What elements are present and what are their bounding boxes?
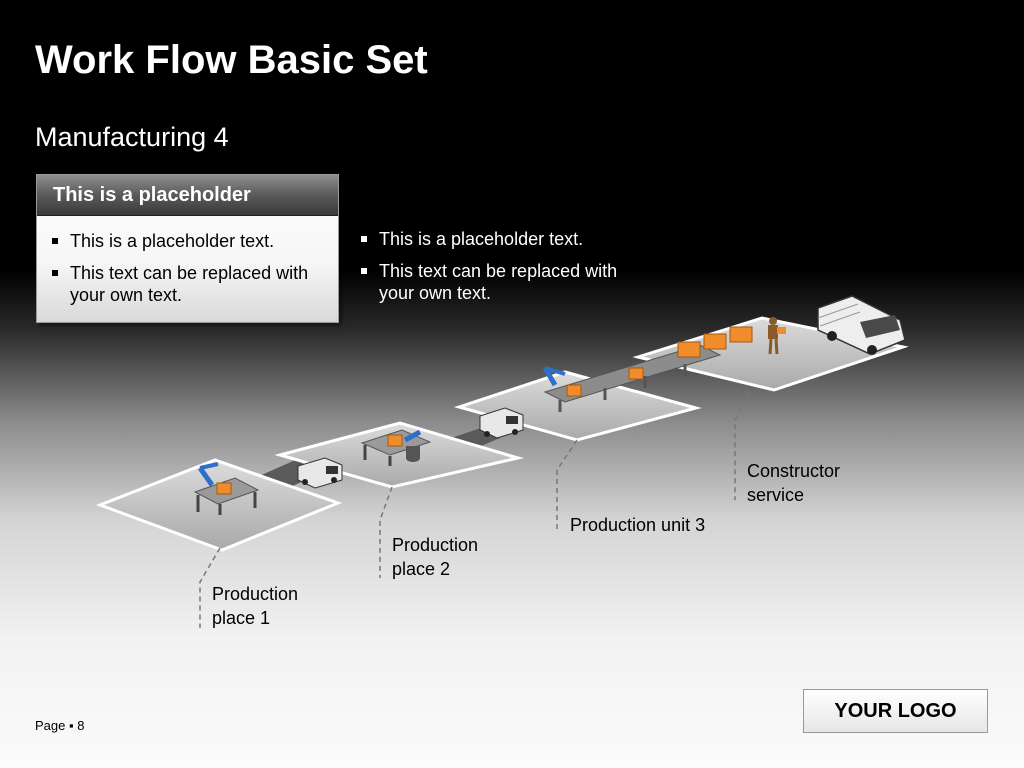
bullet-square-icon <box>361 236 367 242</box>
logo-box: YOUR LOGO <box>803 689 988 733</box>
bullet-square-icon <box>52 238 58 244</box>
page-label: Page <box>35 718 66 733</box>
robot-arm-icon <box>403 429 422 462</box>
robot-arm-icon <box>542 366 566 387</box>
station-label-unit3: Production unit 3 <box>570 515 706 535</box>
bullet-item: This text can be replaced with your own … <box>361 260 631 304</box>
bullet-text: This is a placeholder text. <box>379 229 584 249</box>
bullet-item: This text can be replaced with your own … <box>52 262 327 306</box>
box-icon <box>566 384 582 397</box>
box-icon <box>628 367 644 380</box>
truck-icon <box>479 407 524 439</box>
bullet-item: This is a placeholder text. <box>361 228 631 250</box>
box-icon <box>677 341 701 358</box>
box-icon <box>729 326 753 343</box>
box-icon <box>216 482 232 495</box>
bullet-square-icon <box>361 268 367 274</box>
bullet-text: This text can be replaced with your own … <box>70 263 309 305</box>
slide-title: Work Flow Basic Set <box>35 38 428 82</box>
station-label-place1: Production place 1 <box>212 584 299 628</box>
bullet-text: This is a placeholder text. <box>70 231 275 251</box>
bullet-item: This is a placeholder text. <box>52 230 327 252</box>
box-icon <box>387 434 403 447</box>
boxes <box>216 326 753 495</box>
placeholder-box-header: This is a placeholder <box>37 175 338 216</box>
bullet-text: This text can be replaced with your own … <box>379 261 618 303</box>
placeholder-box-bullets: This is a placeholder text. This text ca… <box>52 230 327 316</box>
page-footer: Page ▪ 8 <box>35 718 84 733</box>
leader-lines <box>199 391 751 628</box>
bullet-square-icon <box>52 270 58 276</box>
station-label-constructor: Constructor service <box>747 461 841 505</box>
placeholder-box: This is a placeholder This is a placehol… <box>36 174 339 323</box>
truck-icon <box>817 295 906 355</box>
station-label-place2: Production place 2 <box>392 535 479 579</box>
worker-icon <box>768 317 786 355</box>
page-separator-icon: ▪ <box>69 718 74 733</box>
right-bullet-list: This is a placeholder text. This text ca… <box>361 228 631 314</box>
box-icon <box>703 333 727 350</box>
truck-icon <box>297 457 343 489</box>
page-number: 8 <box>77 718 85 733</box>
slide-subtitle: Manufacturing 4 <box>35 122 229 152</box>
robot-arm-icon <box>197 462 219 487</box>
